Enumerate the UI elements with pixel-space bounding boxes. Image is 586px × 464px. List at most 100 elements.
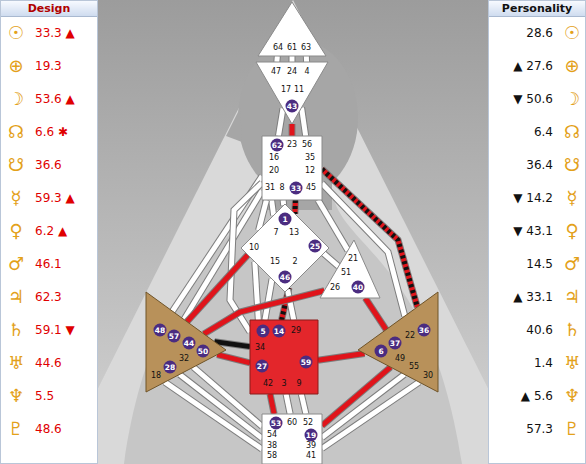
energy-center: 47244171143: [256, 62, 328, 124]
gate-line-value: ▲ 27.6: [513, 59, 553, 73]
planet-glyph: ☽: [564, 89, 580, 109]
planet-glyph: ♇: [8, 419, 24, 439]
gate-line-value: 44.6: [35, 356, 62, 370]
channel: [286, 394, 290, 414]
active-gate: 5: [257, 325, 270, 338]
channel: [288, 289, 294, 320]
channel-band: [270, 394, 274, 414]
active-gate: 43: [286, 100, 299, 113]
gate-number: 51: [341, 268, 351, 278]
gate-number: 26: [330, 283, 340, 293]
active-gate: 37: [389, 337, 402, 350]
channel-outline: [302, 108, 306, 136]
gate-number: 30: [423, 371, 433, 381]
channel-band: [265, 279, 272, 320]
channel: [322, 374, 404, 437]
planet-glyph: ♅: [8, 353, 24, 373]
body-silhouette: [124, 200, 462, 464]
planet-panel: Design☉33.3 ▲⊕19.3☽53.6 ▲☊6.6 ✱☋36.6☿59.…: [0, 0, 98, 464]
gate-line-value: 19.3: [35, 59, 62, 73]
gate-line-value: 28.6: [526, 26, 553, 40]
channel-band: [290, 56, 295, 62]
gate-number: 12: [305, 166, 315, 176]
backdrop: [98, 0, 488, 464]
gate-number: 13: [289, 228, 299, 238]
gate-line-value: 48.6: [35, 422, 62, 436]
active-gate: 25: [309, 240, 322, 253]
gate-number: 41: [306, 451, 316, 461]
active-gate: 46: [279, 271, 292, 284]
gate-number: 10: [249, 243, 259, 253]
channel-band: [290, 124, 295, 136]
gate-number: 24: [287, 67, 297, 77]
channel-outline: [270, 394, 274, 414]
channel-outline: [301, 394, 306, 414]
channel-band: [288, 289, 294, 320]
energy-center: 646163: [258, 2, 326, 56]
active-gate: 50: [197, 345, 210, 358]
gate-line-value: 62.3: [35, 290, 62, 304]
channel-band: [278, 108, 283, 136]
gate-number: 9: [296, 379, 301, 389]
gate-number: 42: [263, 379, 273, 389]
gate-number: 32: [179, 354, 189, 364]
active-gate: 53: [270, 417, 283, 430]
gate-number: 56: [302, 140, 312, 150]
channel: [318, 353, 365, 360]
gate-number: 20: [269, 166, 279, 176]
channel: [276, 56, 278, 62]
gate-number: 4: [304, 67, 309, 77]
channel-band: [322, 374, 404, 437]
gate-line-value: 14.5: [526, 257, 553, 271]
gate-number: 45: [306, 183, 316, 193]
channel: [302, 108, 306, 136]
planet-glyph: ♇: [564, 419, 580, 439]
channel: [324, 253, 339, 266]
gate-line-value: 5.5: [35, 389, 54, 403]
gate-line-value: ▼ 14.2: [513, 191, 553, 205]
planet-glyph: ⊕: [8, 56, 23, 76]
center-shape: [262, 414, 322, 464]
channel: [301, 394, 306, 414]
gate-number: 55: [409, 362, 419, 372]
channel: [294, 200, 296, 214]
channel-outline: [265, 279, 272, 320]
active-gate: 57: [168, 330, 181, 343]
channel: [322, 382, 419, 448]
planet-glyph: ☋: [8, 155, 24, 175]
channel: [365, 298, 386, 330]
gate-line-value: 6.6 ✱: [35, 125, 68, 139]
center-shape: [146, 292, 226, 392]
channel: [265, 279, 272, 320]
gate-number: 21: [348, 254, 358, 264]
channel: [270, 394, 274, 414]
planet-glyph: ☽: [8, 89, 24, 109]
center-shape: [241, 204, 329, 292]
channel-outline: [318, 353, 365, 360]
gate-line-value: 59.3 ▲: [35, 191, 75, 205]
gate-number: 61: [287, 43, 297, 53]
gate-line-value: 59.1 ▼: [35, 323, 75, 337]
gate-number: 31: [265, 183, 275, 193]
planet-glyph: ♂: [564, 254, 580, 274]
gate-number: 63: [301, 43, 311, 53]
channel-band: [322, 382, 419, 448]
center-shape: [320, 240, 380, 298]
energy-center: 1713102515246: [241, 204, 329, 292]
planet-glyph: ♆: [564, 386, 580, 406]
channel-band: [286, 394, 290, 414]
panel-heading: Design: [1, 1, 97, 17]
gate-line-value: 33.3 ▲: [35, 26, 75, 40]
channel-outline: [286, 394, 290, 414]
gate-line-value: 46.1: [35, 257, 62, 271]
gate-number: 11: [294, 85, 304, 95]
gate-number: 49: [395, 354, 405, 364]
channel-band: [272, 200, 274, 215]
nose-silhouette: [226, 108, 242, 142]
channel: [292, 56, 293, 62]
planet-glyph: ♃: [8, 287, 24, 307]
channel-band: [365, 298, 386, 330]
planet-glyph: ☿: [566, 188, 577, 208]
channel-outline: [272, 200, 274, 215]
channel-band: [301, 394, 306, 414]
